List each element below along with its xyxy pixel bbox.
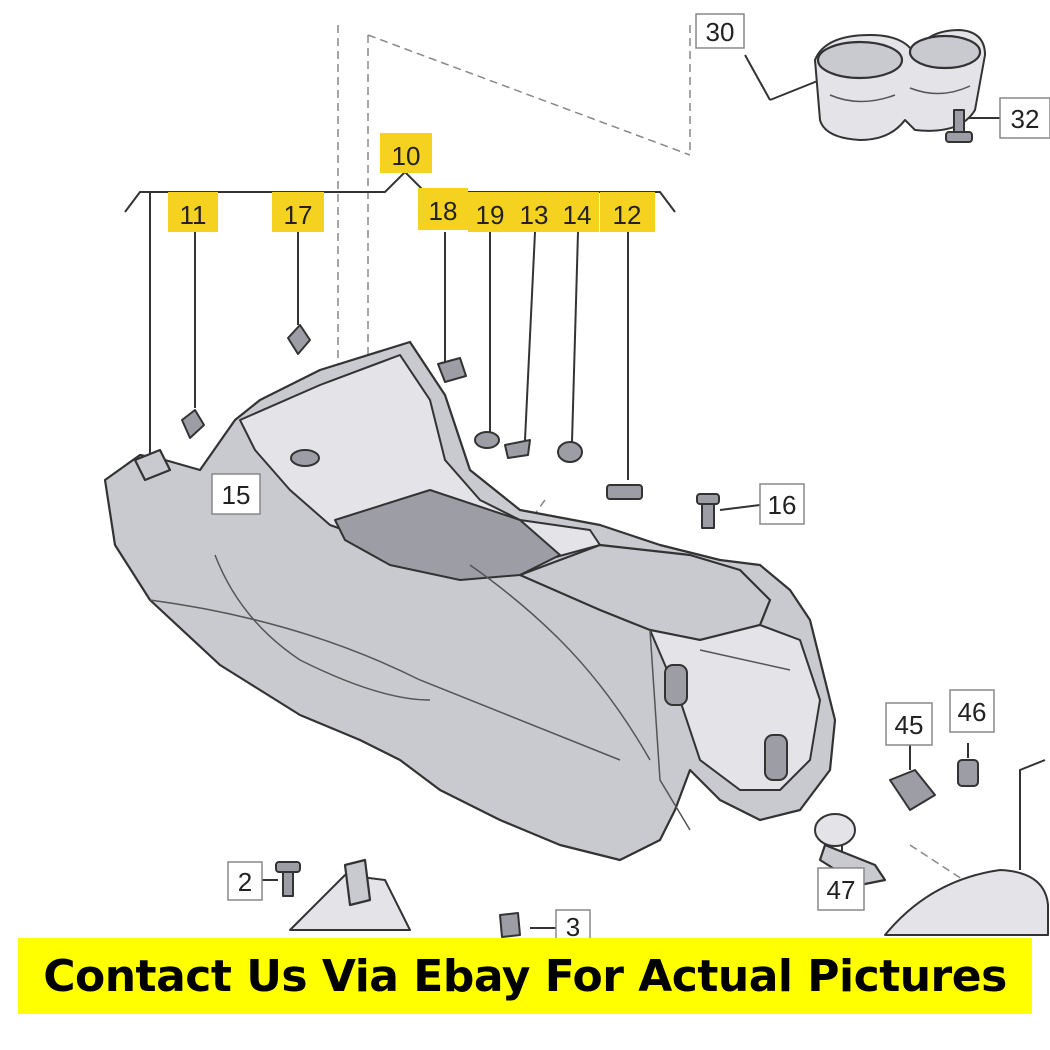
callout-30-label: 30 bbox=[706, 17, 735, 47]
contact-banner: Contact Us Via Ebay For Actual Pictures bbox=[18, 938, 1032, 1014]
callout-17-label: 17 bbox=[284, 200, 313, 230]
callout-19: 19 bbox=[468, 192, 513, 232]
callout-3-label: 3 bbox=[566, 912, 580, 942]
callout-2-label: 2 bbox=[238, 867, 252, 897]
callout-16: 16 bbox=[759, 483, 805, 525]
callout-17: 17 bbox=[272, 192, 324, 232]
callout-10: 10 bbox=[380, 133, 432, 173]
callout-12: 12 bbox=[600, 192, 655, 232]
callout-19-label: 19 bbox=[476, 200, 505, 230]
callout-15-label: 15 bbox=[222, 480, 251, 510]
callout-13: 13 bbox=[513, 192, 555, 232]
center-console bbox=[103, 340, 837, 862]
screw-32 bbox=[945, 109, 973, 143]
callout-10-label: 10 bbox=[392, 141, 421, 171]
callout-30: 30 bbox=[695, 13, 745, 49]
callout-18-label: 18 bbox=[429, 196, 458, 226]
callout-46-label: 46 bbox=[958, 697, 987, 727]
contact-banner-text: Contact Us Via Ebay For Actual Pictures bbox=[43, 950, 1007, 1002]
callout-18: 18 bbox=[418, 188, 468, 230]
callout-47: 47 bbox=[817, 867, 865, 911]
cup-holder bbox=[814, 29, 986, 141]
callout-32-label: 32 bbox=[1011, 104, 1040, 134]
callout-14-label: 14 bbox=[563, 200, 592, 230]
callout-13-label: 13 bbox=[520, 200, 549, 230]
callout-45-label: 45 bbox=[895, 710, 924, 740]
callout-14: 14 bbox=[555, 192, 599, 232]
callout-16-label: 16 bbox=[768, 490, 797, 520]
callout-11-label: 11 bbox=[180, 200, 207, 230]
callout-32: 32 bbox=[999, 97, 1050, 139]
lower-bracket bbox=[275, 858, 1049, 938]
callout-15: 15 bbox=[211, 473, 261, 515]
callout-2: 2 bbox=[227, 861, 263, 901]
callout-47-label: 47 bbox=[827, 875, 856, 905]
callout-11: 11 bbox=[168, 192, 218, 232]
callout-45: 45 bbox=[885, 702, 933, 746]
small-clips bbox=[181, 324, 720, 529]
socket-parts bbox=[814, 759, 1046, 887]
callout-46: 46 bbox=[949, 689, 995, 733]
callout-12-label: 12 bbox=[613, 200, 642, 230]
